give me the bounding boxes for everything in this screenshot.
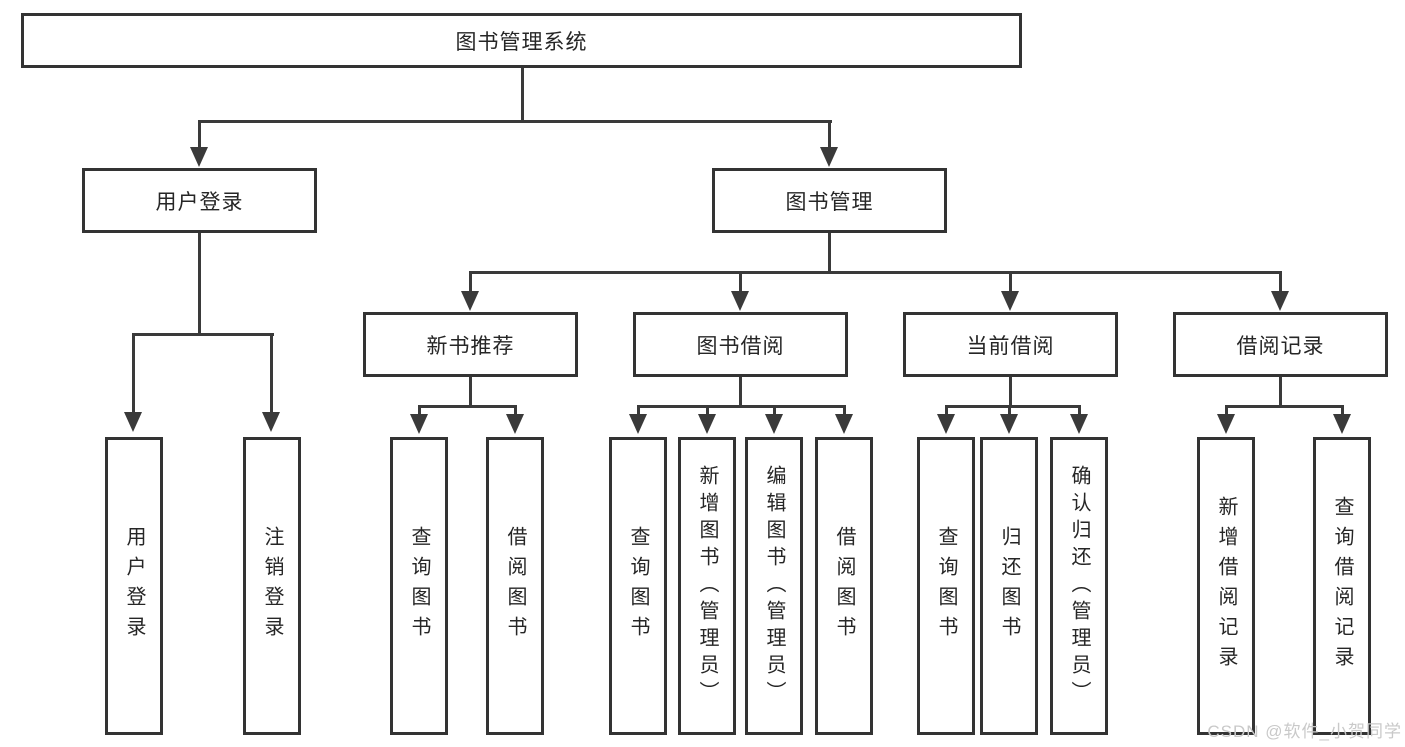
leaf-logout-login: 注销登录 xyxy=(243,437,301,735)
arrowhead-cat2 xyxy=(731,291,749,311)
connector-cat4-leaf-rail xyxy=(1225,405,1344,408)
leaf-user-login-label: 用户登录 xyxy=(123,526,145,646)
leaf-borrow-borrow-book-label: 借阅图书 xyxy=(833,526,855,646)
connector-leaf10-drop xyxy=(1008,405,1011,417)
node-current-borrow: 当前借阅 xyxy=(903,312,1118,377)
leaf-confirm-return-admin-label: 确认归还（管理员） xyxy=(1068,464,1090,708)
arrowhead-leaf5 xyxy=(629,414,647,434)
connector-cat3-drop xyxy=(1009,271,1012,293)
arrowhead-leaf11 xyxy=(1070,414,1088,434)
leaf-return-book: 归还图书 xyxy=(980,437,1038,735)
connector-cat2-drop xyxy=(739,271,742,293)
connector-cat4-drop xyxy=(1279,271,1282,293)
node-book-borrow: 图书借阅 xyxy=(633,312,848,377)
connector-leaf-logout-drop xyxy=(270,333,273,413)
arrowhead-leaf9 xyxy=(937,414,955,434)
leaf-recommend-borrow-book: 借阅图书 xyxy=(486,437,544,735)
leaf-borrow-query-book-label: 查询图书 xyxy=(627,526,649,646)
connector-cat3-stub xyxy=(1009,375,1012,407)
connector-leaf12-drop xyxy=(1225,405,1228,417)
node-book-management: 图书管理 xyxy=(712,168,947,233)
connector-leaf4-drop xyxy=(514,405,517,417)
connector-leaf8-drop xyxy=(843,405,846,417)
arrowhead-leaf10 xyxy=(1000,414,1018,434)
leaf-add-book-admin: 新增图书（管理员） xyxy=(678,437,736,735)
arrowhead-leaf7 xyxy=(765,414,783,434)
leaf-query-borrow-record: 查询借阅记录 xyxy=(1313,437,1371,735)
leaf-borrow-borrow-book: 借阅图书 xyxy=(815,437,873,735)
connector-user-login-drop xyxy=(198,120,201,150)
arrowhead-user-login xyxy=(190,147,208,167)
leaf-borrow-query-book: 查询图书 xyxy=(609,437,667,735)
connector-book-mgmt-drop xyxy=(828,120,831,150)
connector-leaf-user-login-drop xyxy=(132,333,135,413)
arrowhead-leaf8 xyxy=(835,414,853,434)
connector-leaf11-drop xyxy=(1078,405,1081,417)
connector-leaf3-drop xyxy=(418,405,421,417)
connector-book-mgmt-stub xyxy=(828,231,831,273)
leaf-edit-book-admin-label: 编辑图书（管理员） xyxy=(763,464,785,708)
node-borrow-record: 借阅记录 xyxy=(1173,312,1388,377)
arrowhead-cat4 xyxy=(1271,291,1289,311)
connector-cat2-stub xyxy=(739,375,742,407)
connector-user-login-rail xyxy=(132,333,274,336)
arrowhead-leaf6 xyxy=(698,414,716,434)
leaf-add-borrow-record: 新增借阅记录 xyxy=(1197,437,1255,735)
node-new-book-recommend: 新书推荐 xyxy=(363,312,578,377)
node-library-system: 图书管理系统 xyxy=(21,13,1022,68)
connector-cat1-drop xyxy=(469,271,472,293)
connector-cat1-stub xyxy=(469,375,472,407)
connector-category-rail xyxy=(469,271,1282,274)
leaf-confirm-return-admin: 确认归还（管理员） xyxy=(1050,437,1108,735)
leaf-current-query-book: 查询图书 xyxy=(917,437,975,735)
leaf-recommend-query-book-label: 查询图书 xyxy=(408,526,430,646)
connector-leaf7-drop xyxy=(773,405,776,417)
leaf-user-login: 用户登录 xyxy=(105,437,163,735)
leaf-logout-login-label: 注销登录 xyxy=(261,526,283,646)
arrowhead-book-mgmt xyxy=(820,147,838,167)
connector-cat1-leaf-rail xyxy=(418,405,517,408)
arrowhead-leaf-logout xyxy=(262,412,280,432)
csdn-watermark: CSDN @软件_小贺同学 xyxy=(1207,722,1402,741)
arrowhead-cat1 xyxy=(461,291,479,311)
arrowhead-leaf3 xyxy=(410,414,428,434)
leaf-query-borrow-record-label: 查询借阅记录 xyxy=(1331,496,1353,676)
connector-user-login-stub xyxy=(198,231,201,335)
arrowhead-leaf13 xyxy=(1333,414,1351,434)
leaf-add-borrow-record-label: 新增借阅记录 xyxy=(1215,496,1237,676)
leaf-current-query-book-label: 查询图书 xyxy=(935,526,957,646)
arrowhead-leaf12 xyxy=(1217,414,1235,434)
arrowhead-leaf4 xyxy=(506,414,524,434)
arrowhead-cat3 xyxy=(1001,291,1019,311)
leaf-recommend-borrow-book-label: 借阅图书 xyxy=(504,526,526,646)
connector-cat3-leaf-rail xyxy=(945,405,1081,408)
connector-cat4-stub xyxy=(1279,375,1282,407)
connector-leaf13-drop xyxy=(1341,405,1344,417)
connector-cat2-leaf-rail xyxy=(637,405,846,408)
connector-leaf9-drop xyxy=(945,405,948,417)
connector-leaf6-drop xyxy=(706,405,709,417)
arrowhead-leaf-user-login xyxy=(124,412,142,432)
connector-leaf5-drop xyxy=(637,405,640,417)
node-user-login: 用户登录 xyxy=(82,168,317,233)
leaf-return-book-label: 归还图书 xyxy=(998,526,1020,646)
connector-level2-rail xyxy=(198,120,832,123)
leaf-edit-book-admin: 编辑图书（管理员） xyxy=(745,437,803,735)
leaf-recommend-query-book: 查询图书 xyxy=(390,437,448,735)
connector-root-stub xyxy=(521,66,524,122)
leaf-add-book-admin-label: 新增图书（管理员） xyxy=(696,464,718,708)
